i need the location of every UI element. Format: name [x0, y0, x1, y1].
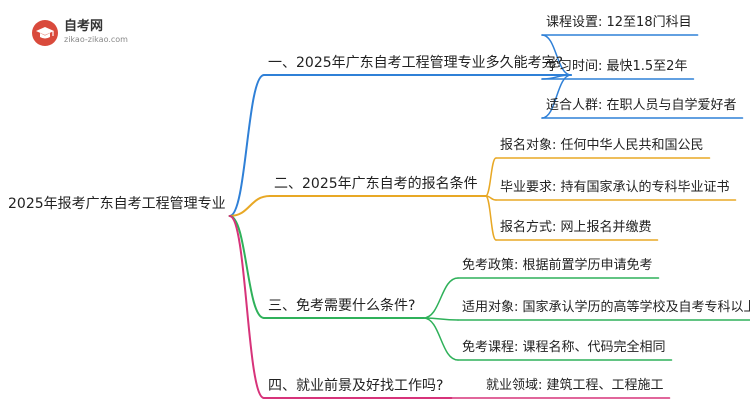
- leaf-course-setup: 课程设置: 12至18门科目: [546, 15, 692, 30]
- site-logo: 自考网 zikao-zikao.com: [24, 18, 144, 48]
- root-branch-connector: [228, 74, 265, 217]
- leaf-connector: [484, 157, 497, 197]
- root-branch-connector: [228, 215, 265, 399]
- leaf-eligible-group: 适用对象: 国家承认学历的高等学校及自考专科以上毕业生: [462, 300, 750, 315]
- leaf-applicant: 报名对象: 任何中华人民共和国公民: [500, 138, 704, 153]
- leaf-connector: [541, 74, 572, 119]
- root-branch-connector: [228, 195, 271, 217]
- leaf-connector: [541, 34, 572, 76]
- leaf-study-time: 学习时间: 最快1.5至2年: [546, 59, 688, 74]
- logo-domain: zikao-zikao.com: [64, 35, 128, 44]
- graduation-cap-icon: [32, 20, 58, 46]
- leaf-connector: [422, 317, 459, 361]
- branch-registration: 二、2025年广东自考的报名条件: [274, 176, 478, 192]
- leaf-connector: [484, 195, 497, 241]
- leaf-graduation-requirement: 毕业要求: 持有国家承认的专科毕业证书: [500, 180, 730, 195]
- leaf-exempt-courses: 免考课程: 课程名称、代码完全相同: [462, 340, 666, 355]
- leaf-exemption-policy: 免考政策: 根据前置学历申请免考: [462, 258, 653, 273]
- leaf-registration-method: 报名方式: 网上报名并缴费: [500, 220, 652, 235]
- leaf-connector: [422, 277, 459, 319]
- logo-name: 自考网: [64, 19, 104, 34]
- root-branch-connector: [228, 215, 265, 319]
- branch-employment: 四、就业前景及好找工作吗?: [268, 378, 444, 394]
- root-topic: 2025年报考广东自考工程管理专业: [8, 196, 226, 212]
- branch-duration: 一、2025年广东自考工程管理专业多久能考完?: [268, 55, 564, 71]
- leaf-target-group: 适合人群: 在职人员与自学爱好者: [546, 98, 737, 113]
- leaf-employment-field: 就业领域: 建筑工程、工程施工: [486, 378, 664, 393]
- branch-exemption: 三、免考需要什么条件?: [268, 298, 416, 314]
